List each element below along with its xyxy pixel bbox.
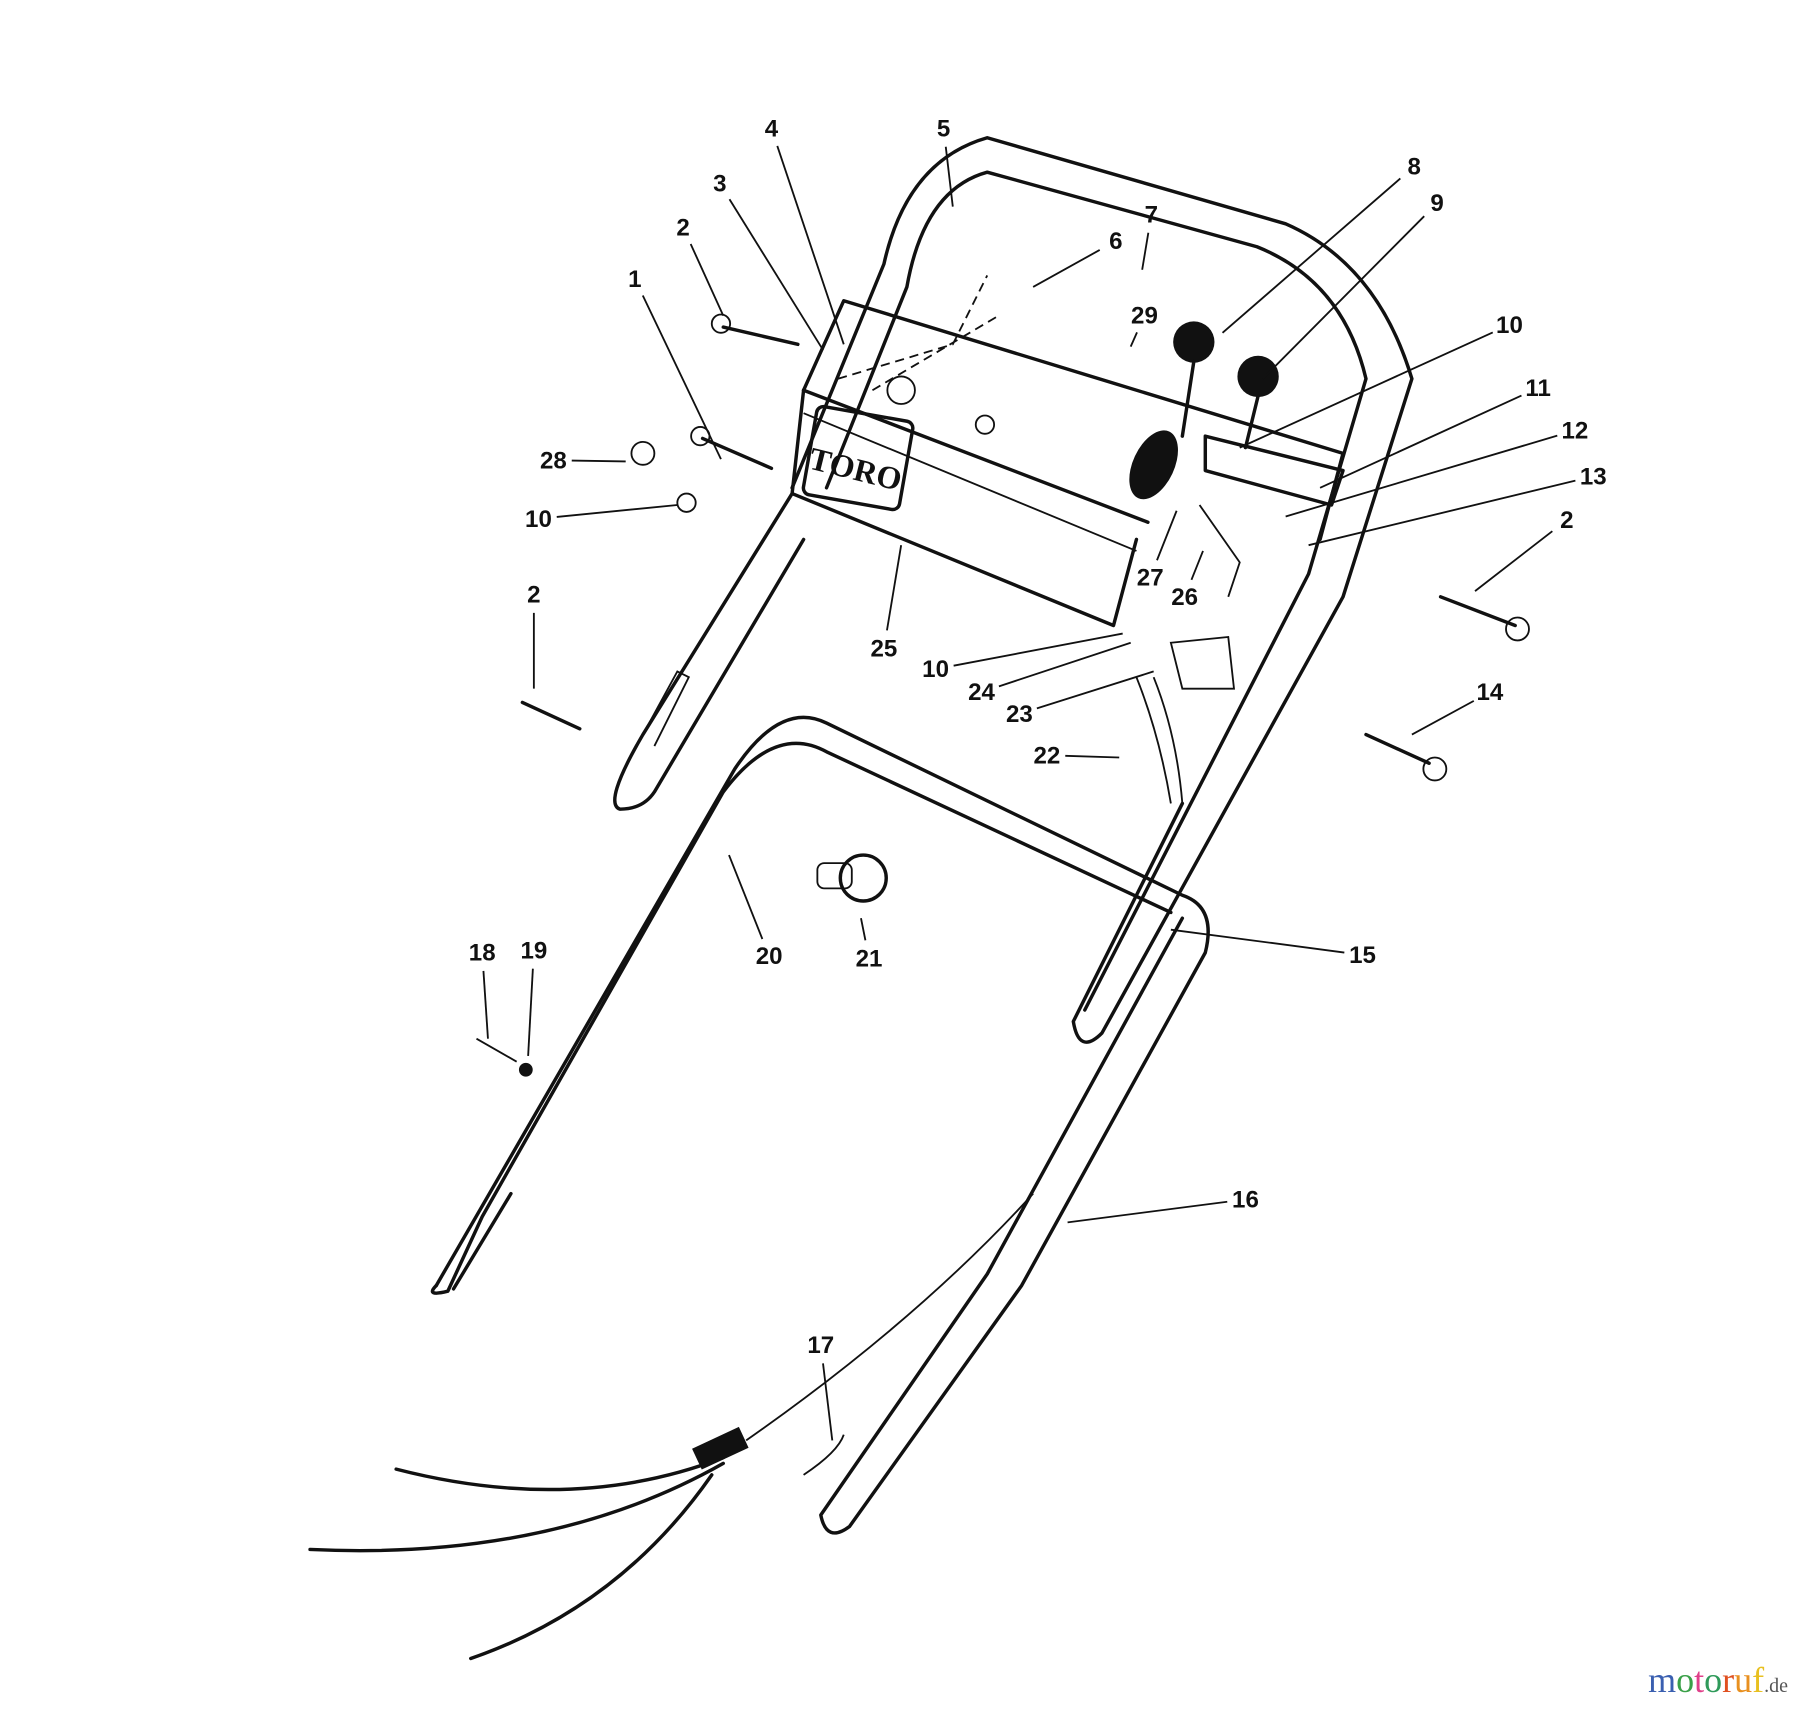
callout-leader-10 (1239, 331, 1494, 449)
callout-11: 11 (1525, 375, 1550, 402)
callout-21: 21 (856, 945, 883, 972)
callout-10: 10 (525, 506, 552, 533)
callout-leader-23 (1036, 670, 1154, 710)
callout-leader-27 (1156, 510, 1178, 561)
callout-2: 2 (1560, 507, 1573, 534)
callout-27: 27 (1137, 564, 1164, 591)
callout-4: 4 (765, 116, 779, 143)
callout-leader-7 (1141, 232, 1150, 270)
callout-12: 12 (1561, 417, 1588, 444)
callout-13: 13 (1580, 463, 1607, 490)
callout-19: 19 (520, 937, 547, 964)
watermark-suffix: .de (1764, 1675, 1788, 1697)
callout-leader-16 (1067, 1200, 1228, 1224)
lever-knob-9 (1237, 355, 1279, 398)
callout-leader-8 (1221, 177, 1401, 334)
callout-28: 28 (540, 447, 567, 474)
callout-leader-18 (482, 970, 489, 1039)
callout-leader-20 (728, 854, 764, 940)
watermark-letter: o (1704, 1660, 1723, 1700)
callout-10: 10 (922, 656, 949, 683)
callout-leader-22 (1065, 754, 1120, 759)
control-levers (1129, 321, 1345, 804)
callout-leader-10 (556, 504, 678, 518)
watermark-letter: m (1648, 1660, 1677, 1700)
watermark-letter: r (1722, 1660, 1735, 1700)
lever-knob-8 (1173, 321, 1215, 363)
callout-5: 5 (937, 116, 950, 143)
callout-leader-28 (571, 459, 626, 463)
callout-leader-25 (886, 545, 903, 631)
callout-3: 3 (713, 171, 726, 198)
callout-15: 15 (1349, 942, 1376, 969)
callout-2: 2 (527, 582, 540, 609)
callout-2: 2 (676, 214, 689, 241)
callout-leader-13 (1308, 479, 1576, 547)
watermark-letter: u (1734, 1660, 1753, 1700)
callout-leader-9 (1262, 215, 1425, 380)
callout-7: 7 (1145, 202, 1158, 229)
callout-1: 1 (628, 266, 641, 293)
upper-handle (613, 136, 1414, 1044)
callout-leader-24 (998, 641, 1131, 688)
callout-25: 25 (871, 636, 898, 663)
callout-14: 14 (1477, 679, 1504, 706)
callout-leader-19 (527, 968, 534, 1056)
callout-leader-12 (1285, 434, 1558, 518)
callout-17: 17 (807, 1332, 834, 1359)
callout-leader-17 (822, 1363, 834, 1441)
callout-29: 29 (1131, 303, 1158, 330)
callout-leader-21 (860, 918, 867, 941)
motoruf-watermark: motoruf.de (1648, 1659, 1788, 1701)
callout-leader-1 (641, 295, 722, 460)
callout-leader-15 (1170, 928, 1345, 954)
callout-23: 23 (1006, 701, 1033, 728)
knob-21 (816, 853, 888, 903)
watermark-letter: o (1676, 1660, 1695, 1700)
callout-16: 16 (1232, 1186, 1259, 1213)
callout-leader-26 (1190, 550, 1204, 581)
callout-24: 24 (968, 679, 995, 706)
callout-leader-4 (776, 145, 845, 345)
callout-8: 8 (1407, 153, 1420, 180)
callout-leader-11 (1319, 394, 1522, 489)
callout-22: 22 (1034, 742, 1061, 769)
bolts (476, 313, 1530, 1476)
callout-leader-2 (1474, 530, 1553, 592)
callout-leader-14 (1411, 700, 1475, 736)
cables (308, 1193, 1034, 1661)
watermark-letter: t (1694, 1660, 1705, 1700)
watermark-letter: f (1752, 1660, 1765, 1700)
callout-leader-10 (953, 632, 1123, 667)
callout-20: 20 (756, 943, 783, 970)
callout-leader-29 (1129, 332, 1138, 347)
callout-10: 10 (1496, 312, 1523, 339)
callout-9: 9 (1430, 190, 1443, 217)
callout-leader-6 (1032, 249, 1101, 288)
lower-handle (430, 715, 1210, 1535)
callout-leader-2 (689, 243, 725, 317)
callout-leader-3 (728, 198, 824, 351)
callout-6: 6 (1109, 228, 1122, 255)
callout-leader-5 (944, 146, 954, 207)
callout-26: 26 (1171, 584, 1198, 611)
callout-18: 18 (469, 940, 496, 967)
